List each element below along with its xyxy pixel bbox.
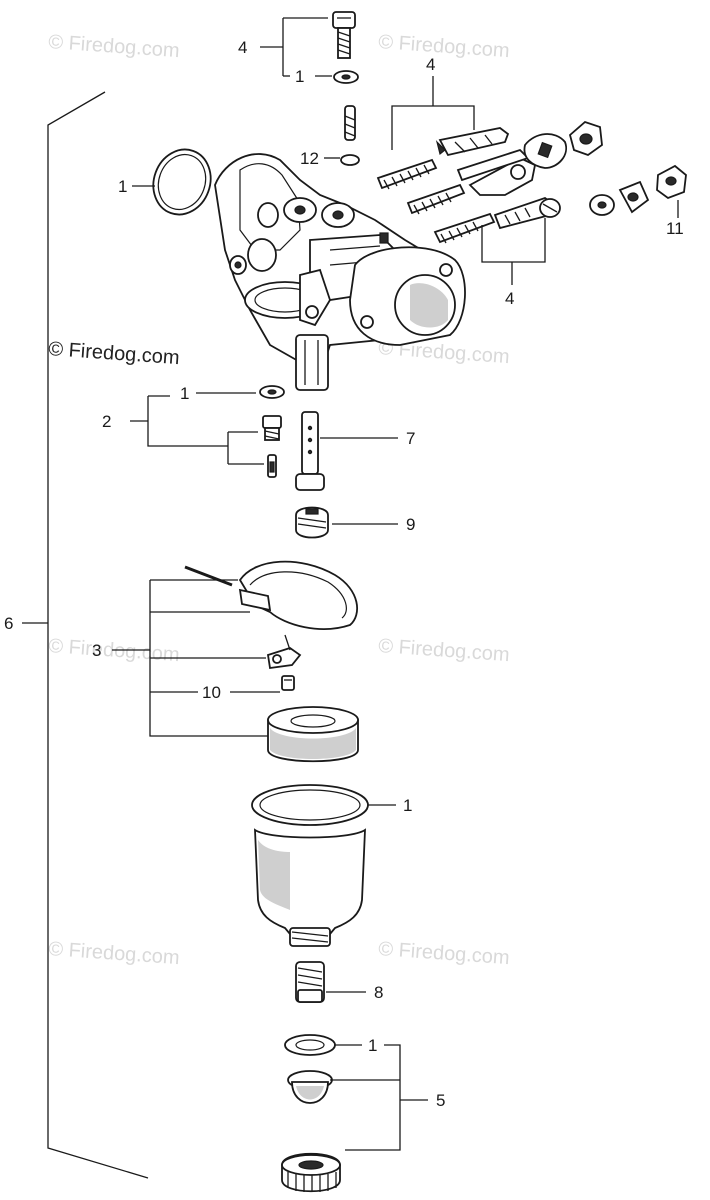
watermark: © Firedog.com — [48, 31, 181, 62]
choke-shaft-parts: 11 — [435, 120, 687, 238]
callout-12: 12 — [300, 149, 319, 168]
callout-6: 6 — [4, 614, 13, 633]
callout-4: 4 — [426, 55, 435, 74]
callout-5: 5 — [436, 1091, 445, 1110]
oring-top: 1 — [118, 148, 212, 216]
callout-10: 10 — [202, 683, 221, 702]
drain-assembly-5: 1 5 — [281, 1034, 445, 1193]
slow-jet-9: 9 — [295, 506, 415, 539]
callout-3: 3 — [92, 641, 101, 660]
callout-4: 4 — [505, 289, 514, 308]
callout-8: 8 — [374, 983, 383, 1002]
watermark-dark: © Firedog.com — [48, 338, 181, 369]
callout-11: 11 — [666, 219, 684, 238]
bracket-6: 6 — [4, 91, 149, 1179]
main-jet-group: 1 2 — [102, 384, 285, 478]
callout-1: 1 — [118, 177, 127, 196]
carburetor-body — [214, 153, 466, 391]
watermark: © Firedog.com — [378, 938, 511, 969]
float-group: 3 10 — [92, 560, 359, 763]
callout-1: 1 — [180, 384, 189, 403]
callout-1: 1 — [403, 796, 412, 815]
callout-9: 9 — [406, 515, 415, 534]
callout-2: 2 — [102, 412, 111, 431]
top-screw-assembly: 4 1 — [238, 11, 359, 86]
callout-4: 4 — [238, 38, 247, 57]
emulsion-tube-7: 7 — [295, 411, 415, 491]
watermark: © Firedog.com — [48, 938, 181, 969]
pilot-screw-12: 12 — [300, 105, 360, 168]
watermark: © Firedog.com — [378, 635, 511, 666]
callout-1: 1 — [295, 67, 304, 86]
plug-8: 8 — [295, 961, 383, 1003]
callout-7: 7 — [406, 429, 415, 448]
springs-and-screws: 4 4 — [376, 55, 561, 308]
watermark: © Firedog.com — [378, 31, 511, 62]
callout-1: 1 — [368, 1036, 377, 1055]
float-bowl: 1 — [251, 784, 412, 947]
